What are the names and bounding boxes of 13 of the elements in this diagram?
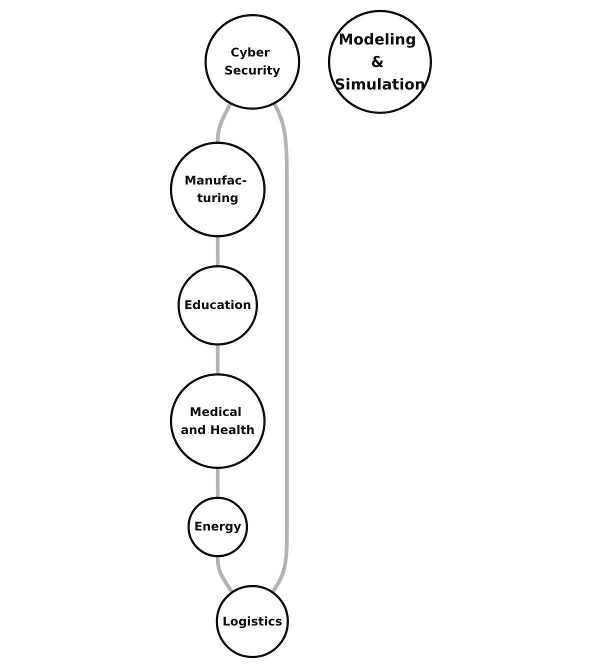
connector bbox=[215, 102, 232, 143]
node-circle: Manufac- turing bbox=[169, 142, 266, 238]
connector bbox=[215, 468, 220, 498]
node-circle: Education bbox=[177, 265, 258, 346]
node-circle: Medical and Health bbox=[169, 373, 266, 470]
connector bbox=[215, 556, 234, 594]
node-circle: Logistics bbox=[215, 584, 288, 658]
connector bbox=[215, 344, 220, 374]
node-circle: Modeling & Simulation bbox=[327, 10, 432, 114]
node-circle: Energy bbox=[187, 496, 248, 558]
node-circle: Cyber Security bbox=[204, 14, 300, 110]
connector bbox=[215, 236, 220, 266]
connector bbox=[270, 102, 288, 594]
